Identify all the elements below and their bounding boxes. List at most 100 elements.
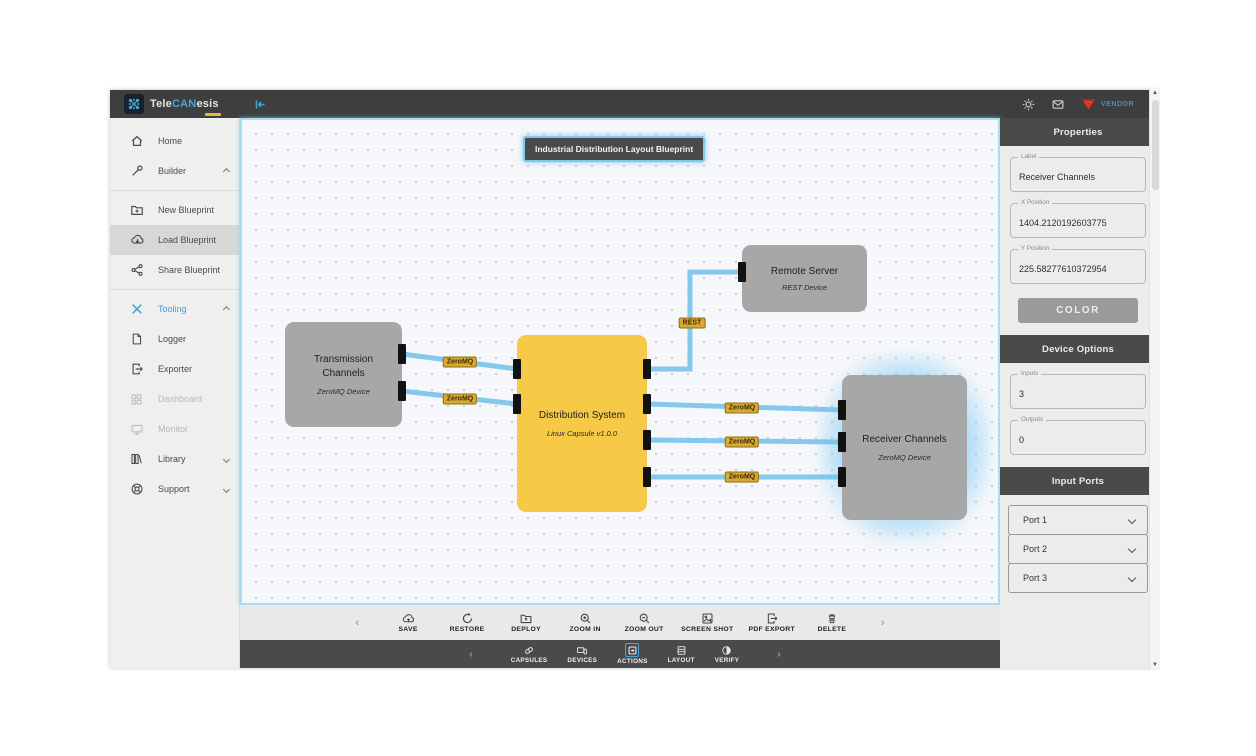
input-ports-list: Port 1 Port 2 Port 3 <box>1008 505 1148 593</box>
edge-label[interactable]: ZeroMQ <box>724 436 760 448</box>
theme-sun-icon[interactable] <box>1022 98 1035 111</box>
sidebar-divider <box>110 289 239 290</box>
scroll-up-icon[interactable]: ▲ <box>1152 90 1158 96</box>
x-position-field[interactable]: X Position 1404.2120192603775 <box>1010 199 1146 238</box>
edge-label[interactable]: REST <box>678 317 706 329</box>
wrench-icon <box>130 164 145 178</box>
zoom-in-button[interactable]: ZOOM IN <box>563 612 607 633</box>
collapse-sidebar-icon[interactable] <box>254 98 267 111</box>
sidebar-item-exporter[interactable]: Exporter <box>110 354 239 384</box>
output-port[interactable] <box>398 381 406 401</box>
actions-icon <box>625 643 640 657</box>
zoom-out-icon <box>638 612 651 625</box>
inputs-field[interactable]: Inputs 3 <box>1010 370 1146 409</box>
chevron-down-icon <box>222 455 231 463</box>
library-icon <box>130 452 145 466</box>
output-port[interactable] <box>398 344 406 364</box>
restore-icon <box>461 612 474 625</box>
chevron-up-icon <box>222 167 231 175</box>
vendor-shield-icon <box>1082 98 1096 110</box>
sidebar-item-builder[interactable]: Builder <box>110 156 239 186</box>
restore-button[interactable]: RESTORE <box>445 612 489 633</box>
node-distribution-system[interactable]: Distribution System Linux Capsule v1.0.0 <box>513 335 651 512</box>
screenshot-button[interactable]: SCREEN SHOT <box>681 612 733 633</box>
document-icon <box>130 332 145 346</box>
chevron-down-icon <box>1127 515 1137 525</box>
sidebar-item-share-blueprint[interactable]: Share Blueprint <box>110 255 239 285</box>
input-port[interactable] <box>738 262 746 282</box>
edge-label[interactable]: ZeroMQ <box>724 402 760 414</box>
toolbar-next-icon[interactable]: › <box>880 616 885 629</box>
scrollbar-thumb[interactable] <box>1152 100 1159 190</box>
output-port[interactable] <box>643 430 651 450</box>
sidebar-item-library[interactable]: Library <box>110 444 239 474</box>
monitor-icon <box>130 423 145 436</box>
edge-label[interactable]: ZeroMQ <box>724 471 760 483</box>
sidebar-item-home[interactable]: Home <box>110 126 239 156</box>
chevron-up-icon <box>222 305 231 313</box>
node-receiver-channels[interactable]: Receiver Channels ZeroMQ Device <box>838 375 967 520</box>
screenshot-icon <box>701 612 714 625</box>
deploy-button[interactable]: DEPLOY <box>504 612 548 633</box>
vendor-logo[interactable]: VENDOR <box>1081 98 1134 111</box>
port-3-row[interactable]: Port 3 <box>1008 563 1148 593</box>
scroll-down-icon[interactable]: ▼ <box>1152 662 1158 668</box>
sidebar-item-tooling[interactable]: Tooling <box>110 294 239 324</box>
blueprint-canvas[interactable]: Industrial Distribution Layout Blueprint… <box>240 118 1000 605</box>
properties-panel: Properties Label Receiver Channels X Pos… <box>1000 118 1156 668</box>
canvas-column: Industrial Distribution Layout Blueprint… <box>240 118 1010 668</box>
node-remote-server[interactable]: Remote Server REST Device <box>738 245 867 312</box>
toolbar-prev-icon[interactable]: ‹ <box>355 616 360 629</box>
output-port[interactable] <box>643 359 651 379</box>
color-button[interactable]: COLOR <box>1018 298 1138 323</box>
sidebar-item-load-blueprint[interactable]: Load Blueprint <box>110 225 239 255</box>
sidebar-divider <box>110 190 239 191</box>
delete-button[interactable]: DELETE <box>810 612 854 633</box>
input-port[interactable] <box>838 432 846 452</box>
share-icon <box>130 263 145 277</box>
port-2-row[interactable]: Port 2 <box>1008 534 1148 564</box>
port-1-row[interactable]: Port 1 <box>1008 505 1148 535</box>
verify-tab[interactable]: VERIFY <box>715 645 740 664</box>
app-header: TeleCANesis VENDOR <box>110 90 1156 118</box>
mail-icon[interactable] <box>1051 98 1065 111</box>
cloud-download-icon <box>130 233 145 247</box>
input-ports-header: Input Ports <box>1000 467 1156 495</box>
label-field[interactable]: Label Receiver Channels <box>1010 153 1146 192</box>
node-transmission-channels[interactable]: Transmission Channels ZeroMQ Device <box>285 322 406 427</box>
toolbar-next-icon[interactable]: › <box>777 648 781 660</box>
output-port[interactable] <box>643 467 651 487</box>
save-button[interactable]: SAVE <box>386 612 430 633</box>
outputs-field[interactable]: Outputs 0 <box>1010 416 1146 455</box>
actions-tab[interactable]: ACTIONS <box>617 643 647 665</box>
chevron-down-icon <box>1127 544 1137 554</box>
page-scrollbar[interactable]: ▲ ▼ <box>1149 88 1160 670</box>
vendor-label: VENDOR <box>1101 100 1134 108</box>
input-port[interactable] <box>513 394 521 414</box>
capsules-tab[interactable]: CAPSULES <box>511 645 548 664</box>
properties-header: Properties <box>1000 118 1156 146</box>
verify-icon <box>721 645 732 656</box>
app-window: TeleCANesis VENDOR Home Builder <box>110 90 1156 668</box>
input-port[interactable] <box>838 467 846 487</box>
tools-icon <box>130 302 145 316</box>
devices-icon <box>576 645 588 656</box>
sidebar-item-support[interactable]: Support <box>110 474 239 504</box>
home-icon <box>130 134 145 148</box>
blueprint-title[interactable]: Industrial Distribution Layout Blueprint <box>523 136 706 162</box>
layout-tab[interactable]: LAYOUT <box>668 645 695 664</box>
output-port[interactable] <box>643 394 651 414</box>
edge-label[interactable]: ZeroMQ <box>442 356 478 368</box>
brand-name: TeleCANesis <box>150 98 221 116</box>
brand-logo[interactable]: TeleCANesis <box>110 94 240 116</box>
pdf-export-button[interactable]: PDF EXPORT <box>748 612 795 633</box>
devices-tab[interactable]: DEVICES <box>567 645 597 664</box>
input-port[interactable] <box>838 400 846 420</box>
zoom-out-button[interactable]: ZOOM OUT <box>622 612 666 633</box>
toolbar-prev-icon[interactable]: ‹ <box>469 648 473 660</box>
edge-label[interactable]: ZeroMQ <box>442 393 478 405</box>
y-position-field[interactable]: Y Position 225.58277610372954 <box>1010 245 1146 284</box>
sidebar-item-logger[interactable]: Logger <box>110 324 239 354</box>
sidebar-item-new-blueprint[interactable]: New Blueprint <box>110 195 239 225</box>
input-port[interactable] <box>513 359 521 379</box>
